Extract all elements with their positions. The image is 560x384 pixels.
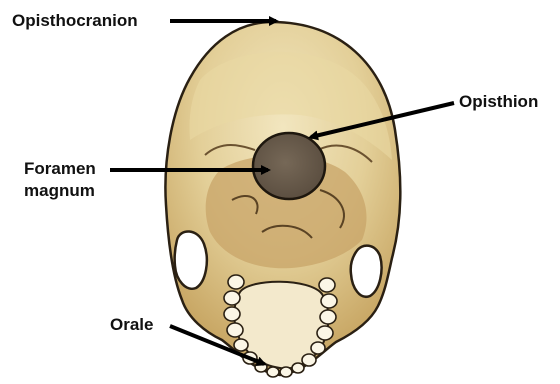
tooth — [321, 294, 337, 308]
opisthocranion-label: Opisthocranion — [12, 11, 138, 31]
tooth — [292, 363, 304, 373]
tooth — [267, 367, 279, 377]
tooth — [224, 291, 240, 305]
tooth — [302, 354, 316, 366]
tooth — [224, 307, 240, 321]
skull — [165, 22, 400, 377]
tooth — [317, 326, 333, 340]
opisthion-label: Opisthion — [459, 92, 538, 112]
foramen-magnum-opening — [253, 133, 325, 199]
tooth — [228, 275, 244, 289]
tooth — [227, 323, 243, 337]
left-lateral-opening — [175, 231, 207, 288]
tooth — [320, 310, 336, 324]
tooth — [234, 339, 248, 351]
tooth — [319, 278, 335, 292]
tooth — [280, 367, 292, 377]
foramen-magnum-label-line2: magnum — [24, 181, 95, 201]
tooth — [311, 342, 325, 354]
right-lateral-opening — [351, 246, 382, 297]
orale-label: Orale — [110, 315, 153, 335]
foramen-magnum-label-line1: Foramen — [24, 159, 96, 179]
